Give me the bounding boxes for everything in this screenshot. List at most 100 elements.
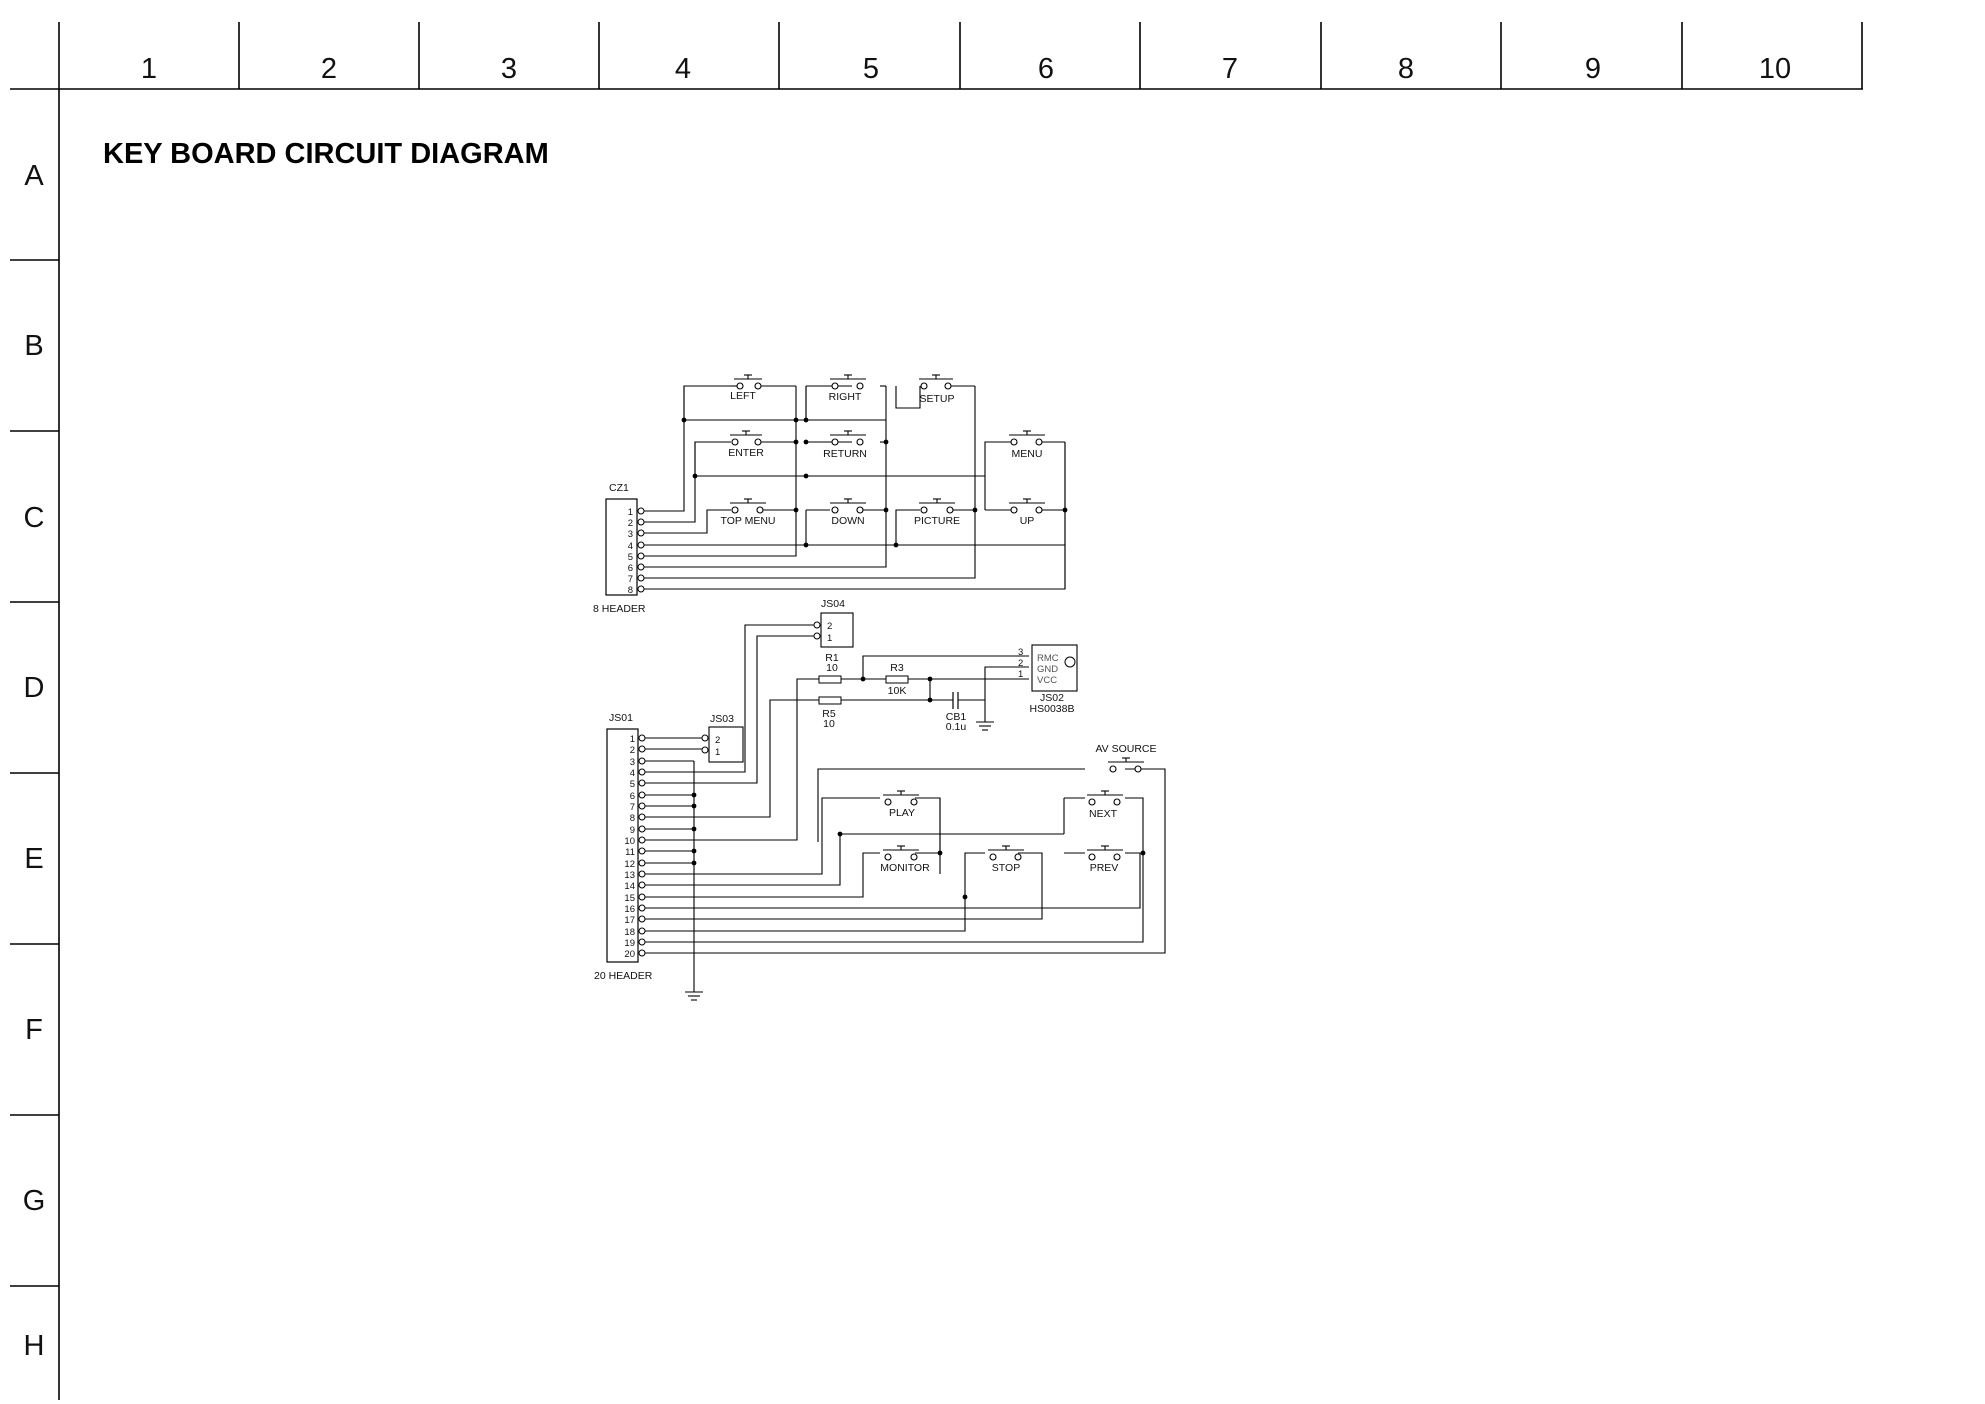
grid-col-2: 2 bbox=[321, 53, 337, 85]
switch-right-label: RIGHT bbox=[829, 391, 862, 403]
switch-stop-label: STOP bbox=[992, 862, 1020, 874]
js01-pin: 16 bbox=[624, 904, 635, 915]
js02-pin-gnd: GND bbox=[1037, 664, 1058, 675]
resistor-r1: R1 10 bbox=[818, 652, 842, 684]
js01-pin: 9 bbox=[630, 825, 635, 836]
grid-row-h: H bbox=[24, 1330, 45, 1362]
switch-av-source-label: AV SOURCE bbox=[1095, 743, 1156, 755]
js01-pin: 18 bbox=[624, 927, 635, 938]
cz1-caption: 8 HEADER bbox=[593, 603, 646, 615]
js03-pin: 2 bbox=[715, 735, 720, 746]
switch-left-label: LEFT bbox=[730, 390, 756, 402]
js01-pin: 6 bbox=[630, 791, 635, 802]
js01-caption: 20 HEADER bbox=[594, 970, 653, 982]
cz1-pin-circles bbox=[637, 507, 645, 593]
ir-receiver-js02: RMC GND VCC 3 2 1 JS02 HS0038B bbox=[1018, 644, 1078, 715]
switch-menu-label: MENU bbox=[1012, 448, 1043, 460]
grid-row-e: E bbox=[24, 843, 43, 875]
grid-frame bbox=[10, 22, 1863, 1400]
resistor-r5: R5 10 bbox=[818, 696, 842, 730]
js01-pin: 17 bbox=[624, 915, 635, 926]
switch-monitor bbox=[883, 845, 919, 861]
cz1-pin: 2 bbox=[628, 518, 633, 529]
switch-play bbox=[883, 790, 919, 806]
js04-pin: 1 bbox=[827, 633, 832, 644]
grid-col-5: 5 bbox=[863, 53, 879, 85]
js02-part: HS0038B bbox=[1030, 703, 1075, 715]
switch-prev-label: PREV bbox=[1090, 862, 1119, 874]
js01-pin: 19 bbox=[624, 938, 635, 949]
cz1-pin: 6 bbox=[628, 563, 633, 574]
js01-pin: 11 bbox=[625, 847, 635, 858]
cz1-pin: 5 bbox=[628, 552, 633, 563]
js01-pin: 20 bbox=[624, 949, 635, 960]
js02-pin-number: 3 bbox=[1018, 647, 1023, 658]
switch-play-label: PLAY bbox=[889, 807, 915, 819]
js01-pin: 1 bbox=[630, 734, 635, 745]
switch-top-menu bbox=[730, 498, 766, 514]
js02-ref: JS02 bbox=[1040, 692, 1064, 704]
grid-col-1: 1 bbox=[141, 53, 157, 85]
grid-row-g: G bbox=[23, 1185, 46, 1217]
top-matrix-wires bbox=[644, 385, 1066, 590]
cz1-pin-numbers: 1 2 3 4 5 6 7 8 bbox=[628, 507, 633, 596]
bottom-wires bbox=[645, 624, 1166, 954]
switch-stop bbox=[988, 845, 1024, 861]
switch-top-menu-label: TOP MENU bbox=[720, 515, 775, 527]
r1-value: 10 bbox=[826, 662, 838, 674]
js01-pin: 4 bbox=[630, 768, 635, 779]
cz1-ref: CZ1 bbox=[609, 482, 629, 494]
grid-column-labels: 1 2 3 4 5 6 7 8 9 10 bbox=[141, 53, 1791, 85]
bottom-junctions bbox=[691, 676, 1146, 900]
switch-picture bbox=[919, 498, 955, 514]
cz1-pin: 3 bbox=[628, 529, 633, 540]
switch-down-label: DOWN bbox=[831, 515, 864, 527]
js01-pin: 3 bbox=[630, 757, 635, 768]
grid-col-7: 7 bbox=[1222, 53, 1238, 85]
grid-col-6: 6 bbox=[1038, 53, 1054, 85]
js01-pin-numbers: 1 2 3 4 5 6 7 8 9 10 11 12 13 14 15 16 1… bbox=[624, 734, 635, 960]
switch-prev bbox=[1087, 845, 1123, 861]
capacitor-cb1: CB1 0.1u bbox=[946, 692, 967, 733]
grid-col-10: 10 bbox=[1759, 53, 1791, 85]
r3-value: 10K bbox=[888, 685, 907, 697]
js03-pin: 1 bbox=[715, 747, 720, 758]
cz1-pin: 4 bbox=[628, 541, 633, 552]
js01-pin: 13 bbox=[624, 870, 635, 881]
r1-ref: R1 bbox=[825, 652, 839, 664]
connector-js03: JS03 2 1 bbox=[701, 713, 744, 763]
top-matrix-junctions bbox=[681, 417, 1068, 548]
switch-up bbox=[1009, 498, 1045, 514]
js04-pin: 2 bbox=[827, 621, 832, 632]
js01-pin: 14 bbox=[624, 881, 635, 892]
switch-enter bbox=[730, 430, 762, 446]
grid-row-f: F bbox=[25, 1014, 43, 1046]
grid-row-d: D bbox=[24, 672, 45, 704]
js01-pin: 15 bbox=[624, 893, 635, 904]
switch-av-source bbox=[1108, 757, 1144, 773]
js01-pin: 8 bbox=[630, 813, 635, 824]
resistor-r3: R3 10K bbox=[885, 662, 909, 697]
switch-up-label: UP bbox=[1020, 515, 1035, 527]
switch-next bbox=[1087, 790, 1123, 806]
cb1-ref: CB1 bbox=[946, 711, 967, 723]
switch-left bbox=[731, 374, 762, 390]
js03-ref: JS03 bbox=[710, 713, 734, 725]
grid-row-labels: A B C D E F G H bbox=[23, 160, 46, 1362]
js01-pin: 2 bbox=[630, 745, 635, 756]
grid-row-a: A bbox=[24, 160, 44, 192]
switch-monitor-label: MONITOR bbox=[880, 862, 930, 874]
switch-menu bbox=[1009, 430, 1045, 446]
js02-pin-number: 1 bbox=[1018, 669, 1023, 680]
connector-js01: JS01 20 HEADER bbox=[594, 712, 653, 982]
js04-ref: JS04 bbox=[821, 598, 845, 610]
r3-ref: R3 bbox=[890, 662, 904, 674]
js01-pin: 12 bbox=[624, 859, 635, 870]
js02-pin-vcc: VCC bbox=[1037, 675, 1057, 686]
js02-pin-number: 2 bbox=[1018, 658, 1023, 669]
js01-pin-circles bbox=[638, 734, 646, 957]
js01-ref: JS01 bbox=[609, 712, 633, 724]
js02-pin-rmc: RMC bbox=[1037, 653, 1059, 664]
grid-col-4: 4 bbox=[675, 53, 691, 85]
